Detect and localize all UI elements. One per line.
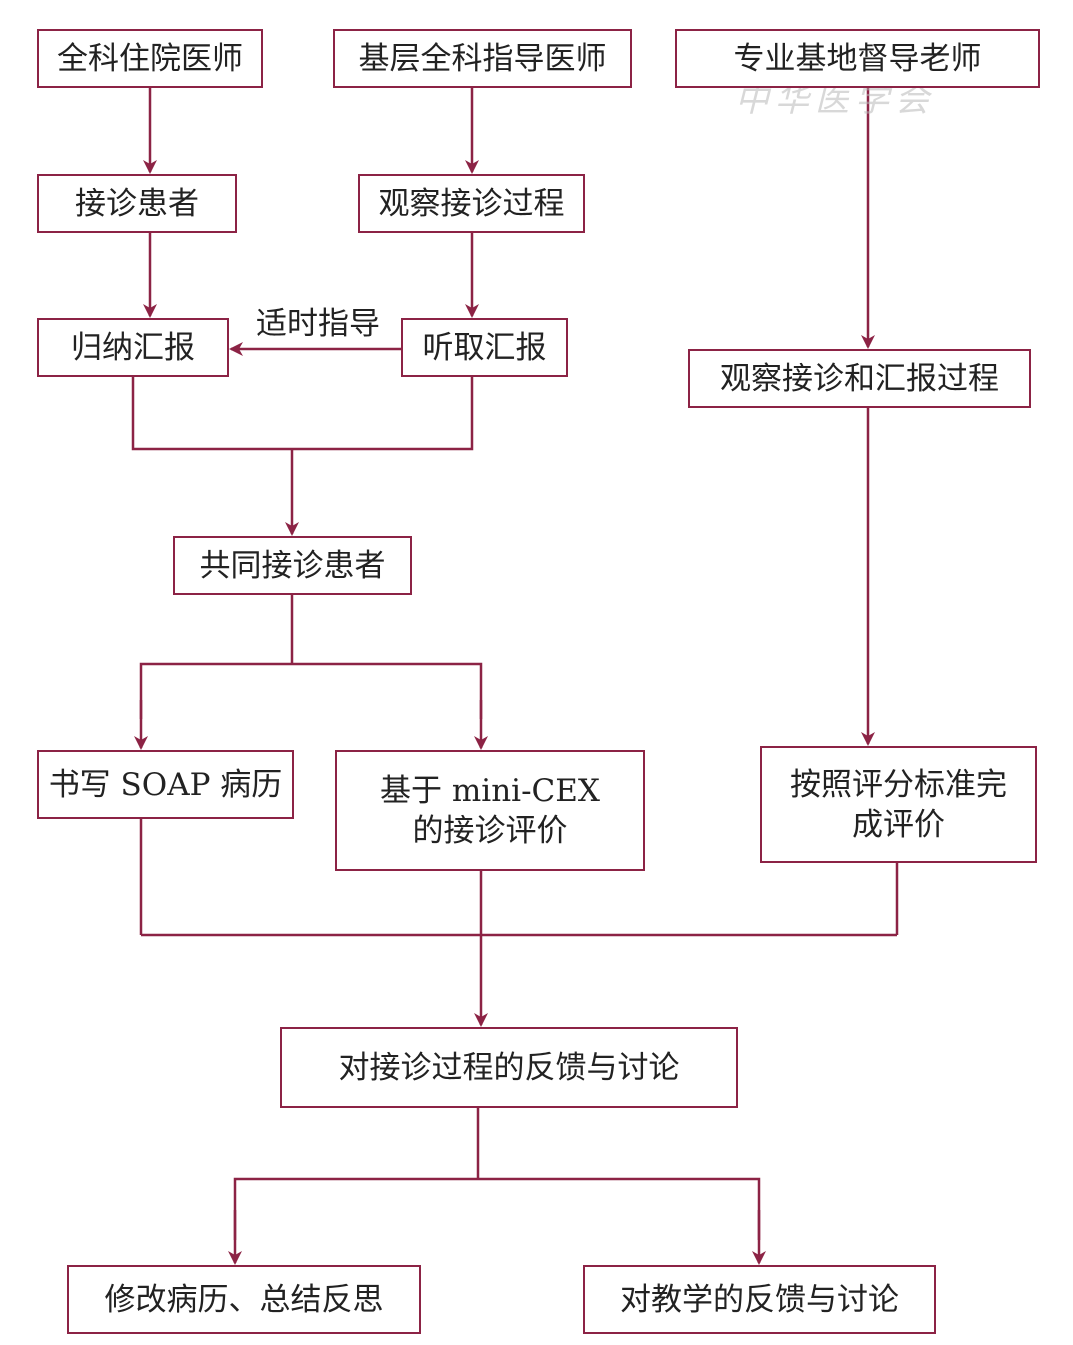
node-revise-reflect: 修改病历、总结反思 xyxy=(67,1265,421,1334)
node-complete-eval: 按照评分标准完成评价 xyxy=(760,746,1037,863)
node-observe-process: 观察接诊过程 xyxy=(358,174,585,233)
node-base-mentor: 专业基地督导老师 xyxy=(675,29,1040,88)
node-write-soap: 书写 SOAP 病历 xyxy=(37,750,294,819)
node-observe-report-process: 观察接诊和汇报过程 xyxy=(688,349,1031,408)
node-primary-supervisor: 基层全科指导医师 xyxy=(333,29,632,88)
node-gp-resident: 全科住院医师 xyxy=(37,29,263,88)
node-listen-report: 听取汇报 xyxy=(401,318,568,377)
edge-label-timely-guidance: 适时指导 xyxy=(256,306,380,342)
node-receive-patient: 接诊患者 xyxy=(37,174,237,233)
node-feedback-discussion: 对接诊过程的反馈与讨论 xyxy=(280,1027,738,1108)
split-branch xyxy=(139,662,483,719)
node-summarize-report: 归纳汇报 xyxy=(37,318,229,377)
node-joint-reception: 共同接诊患者 xyxy=(173,536,412,595)
merge-to-joint xyxy=(131,377,474,451)
node-teaching-feedback: 对教学的反馈与讨论 xyxy=(583,1265,936,1334)
node-mini-cex-eval: 基于 mini-CEX 的接诊评价 xyxy=(335,750,645,871)
split-bottom xyxy=(233,1177,761,1240)
